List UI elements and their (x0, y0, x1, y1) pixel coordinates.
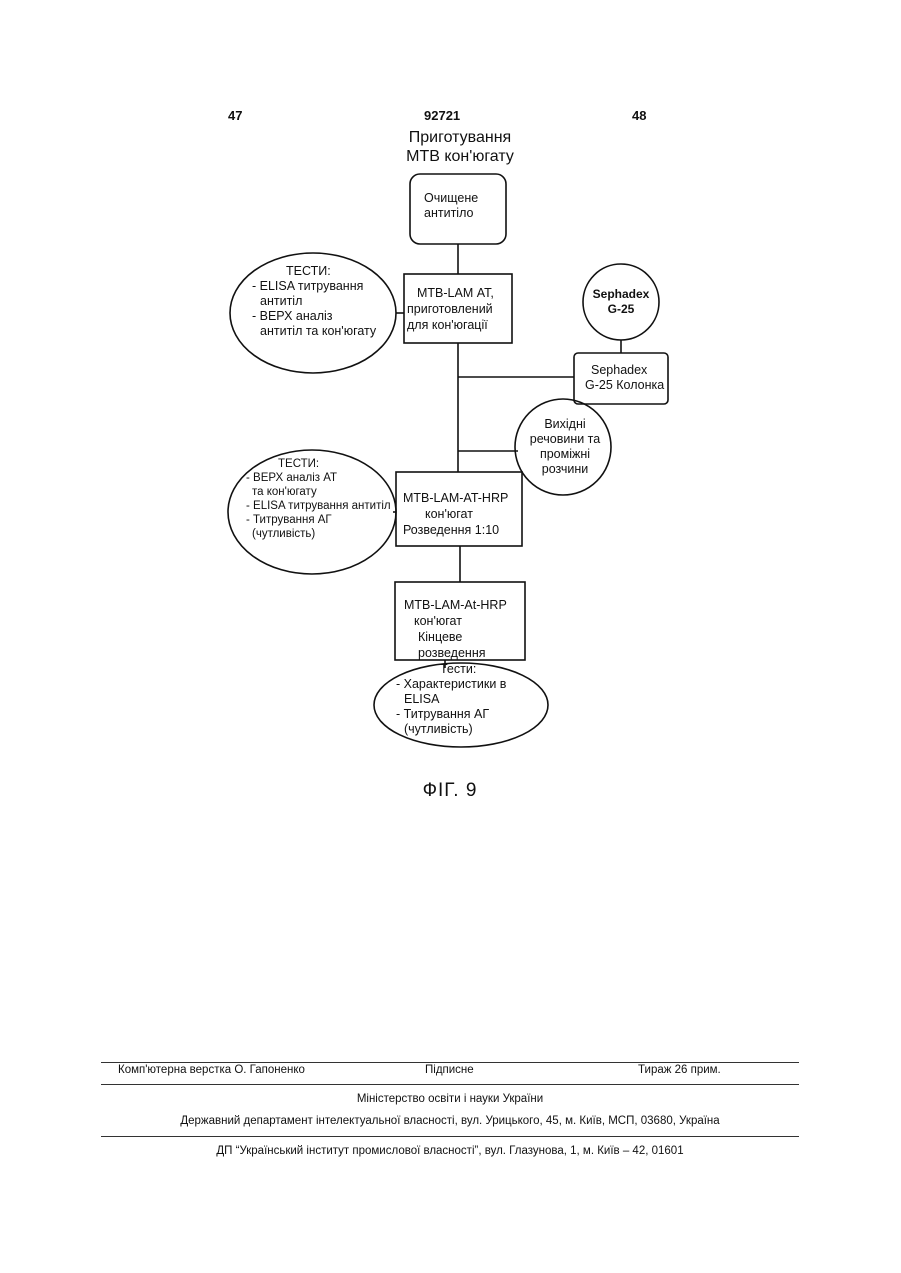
circle-materials: Вихідні речовини та проміжні розчини (519, 417, 611, 477)
footer-signed: Підписне (425, 1064, 474, 1076)
box-prepared: МТВ-LAM АТ, приготовлений для кон'югації (407, 285, 494, 333)
tests-title: ТЕСТИ: (286, 264, 376, 279)
box-final-line: розведення (418, 645, 507, 661)
tests-line: - ВЕРХ аналіз (252, 309, 376, 324)
tests-line: (чутливість) (252, 527, 391, 541)
footer-rule (101, 1084, 799, 1085)
box-conjugate-line: кон'югат (425, 506, 508, 522)
tests-line: ELISA (404, 692, 506, 707)
box-column-line: Sephadex (591, 363, 664, 378)
box-prepared-line: для кон'югації (407, 317, 494, 333)
tests-title: ТЕСТИ: (278, 457, 391, 471)
box-final: МТВ-LAM-At-HRP кон'югат Кінцеве розведен… (404, 597, 507, 661)
tests-line: - ELISA титрування антитіл (246, 499, 391, 513)
tests-line: та кон'югату (252, 485, 391, 499)
circle-sephadex-line: G-25 (583, 302, 659, 317)
tests-line: - ELISA титрування (252, 279, 376, 294)
box-antibody-line: антитіло (424, 206, 478, 221)
tests-line: - Характеристики в (396, 677, 506, 692)
footer-institute: ДП “Український інститут промислової вла… (101, 1145, 799, 1157)
tests-line: антитіл (260, 294, 376, 309)
circle-materials-line: проміжні (519, 447, 611, 462)
footer-department: Державний департамент інтелектуальної вл… (101, 1115, 799, 1127)
box-prepared-line: приготовлений (407, 301, 494, 317)
box-final-line: Кінцеве (418, 629, 507, 645)
tests-line: антитіл та кон'югату (260, 324, 376, 339)
circle-sephadex-line: Sephadex (583, 287, 659, 302)
footer-rule (101, 1136, 799, 1137)
footer-ministry: Міністерство освіти і науки України (101, 1093, 799, 1105)
tests-line: - ВЕРХ аналіз АТ (246, 471, 391, 485)
footer-layout: Комп'ютерна верстка О. Гапоненко (118, 1064, 305, 1076)
circle-sephadex: Sephadex G-25 (583, 287, 659, 317)
box-final-line: МТВ-LAM-At-HRP (404, 597, 507, 613)
tests-title: Тести: (440, 662, 506, 677)
box-column-line: G-25 Колонка (585, 378, 664, 393)
circle-materials-line: речовини та (519, 432, 611, 447)
box-final-line: кон'югат (414, 613, 507, 629)
box-column: Sephadex G-25 Колонка (585, 363, 664, 393)
box-prepared-line: МТВ-LAM АТ, (417, 285, 494, 301)
ellipse-tests3: Тести: - Характеристики в ELISA - Титрув… (396, 662, 506, 737)
box-antibody: Очищене антитіло (424, 191, 478, 221)
figure-caption: ФІГ. 9 (400, 780, 500, 802)
footer-rule (101, 1062, 799, 1063)
footer-circulation: Тираж 26 прим. (638, 1064, 721, 1076)
tests-line: (чутливість) (404, 722, 506, 737)
box-conjugate-line: МТВ-LAM-AT-HRP (403, 490, 508, 506)
ellipse-tests2: ТЕСТИ: - ВЕРХ аналіз АТ та кон'югату - E… (246, 457, 391, 541)
box-conjugate-line: Розведення 1:10 (403, 522, 508, 538)
tests-line: - Титрування АГ (396, 707, 506, 722)
box-antibody-line: Очищене (424, 191, 478, 206)
tests-line: - Титрування АГ (246, 513, 391, 527)
circle-materials-line: розчини (519, 462, 611, 477)
circle-materials-line: Вихідні (519, 417, 611, 432)
box-conjugate: МТВ-LAM-AT-HRP кон'югат Розведення 1:10 (403, 490, 508, 538)
ellipse-tests1: ТЕСТИ: - ELISA титрування антитіл - ВЕРХ… (252, 264, 376, 339)
